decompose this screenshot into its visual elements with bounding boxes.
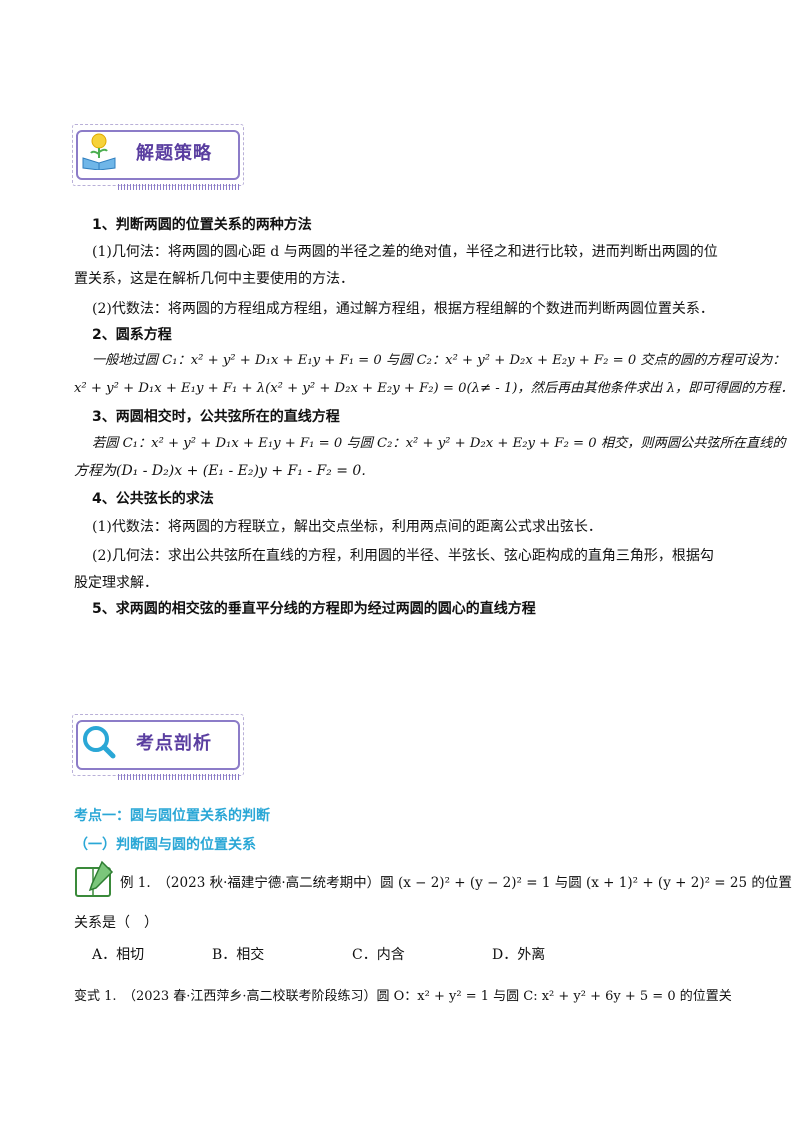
option-c: C．内含 [352, 947, 405, 963]
paragraph: (2)代数法：将两圆的方程组成方程组，通过解方程组，根据方程组解的个数进而判断两… [92, 301, 714, 317]
paragraph: (1)代数法：将两圆的方程联立，解出交点坐标，利用两点间的距离公式求出弦长． [92, 519, 602, 535]
banner-pill [76, 130, 240, 180]
paragraph: 置关系，这是在解析几何中主要使用的方法． [74, 271, 354, 287]
strategy-heading-2: 2、圆系方程 [92, 327, 172, 343]
paragraph: 方程为(D₁ - D₂)x + (E₁ - E₂)y + F₁ - F₂ = 0… [74, 463, 366, 479]
banner-barcode [118, 184, 240, 190]
banner-title: 考点剖析 [136, 733, 212, 754]
strategy-heading-1: 1、判断两圆的位置关系的两种方法 [92, 217, 312, 233]
option-a: A．相切 [92, 947, 145, 963]
example-question-cont: 关系是（ ） [74, 915, 158, 931]
topic-heading: 考点一：圆与圆位置关系的判断 [74, 808, 270, 824]
pencil-notebook-icon [74, 860, 116, 898]
magnifier-icon [80, 724, 118, 764]
strategy-banner: 解题策略 [72, 124, 244, 192]
analysis-banner: 考点剖析 [72, 714, 244, 782]
banner-barcode [118, 774, 240, 780]
paragraph: 若圆 C₁：x² + y² + D₁x + E₁y + F₁ = 0 与圆 C₂… [92, 436, 786, 451]
variant-question: 变式 1. （2023 春·江西萍乡·高二校联考阶段练习）圆 O：x² + y²… [74, 989, 732, 1004]
paragraph: 一般地过圆 C₁：x² + y² + D₁x + E₁y + F₁ = 0 与圆… [92, 353, 786, 368]
lightbulb-book-icon [80, 130, 118, 171]
option-d: D．外离 [492, 947, 546, 963]
paragraph: 股定理求解． [74, 575, 158, 591]
paragraph: (1)几何法：将两圆的圆心距 d 与两圆的半径之差的绝对值，半径之和进行比较，进… [92, 244, 718, 260]
example-question: 例 1. （2023 秋·福建宁德·高二统考期中）圆 (x − 2)² + (y… [120, 875, 792, 891]
subtopic-heading: （一）判断圆与圆的位置关系 [74, 837, 256, 853]
paragraph: (2)几何法：求出公共弦所在直线的方程，利用圆的半径、半弦长、弦心距构成的直角三… [92, 548, 714, 564]
banner-title: 解题策略 [136, 143, 212, 164]
option-b: B．相交 [212, 947, 265, 963]
paragraph: x² + y² + D₁x + E₁y + F₁ + λ(x² + y² + D… [74, 381, 794, 396]
strategy-heading-4: 4、公共弦长的求法 [92, 491, 214, 507]
strategy-heading-5: 5、求两圆的相交弦的垂直平分线的方程即为经过两圆的圆心的直线方程 [92, 601, 536, 617]
strategy-heading-3: 3、两圆相交时，公共弦所在的直线方程 [92, 409, 340, 425]
